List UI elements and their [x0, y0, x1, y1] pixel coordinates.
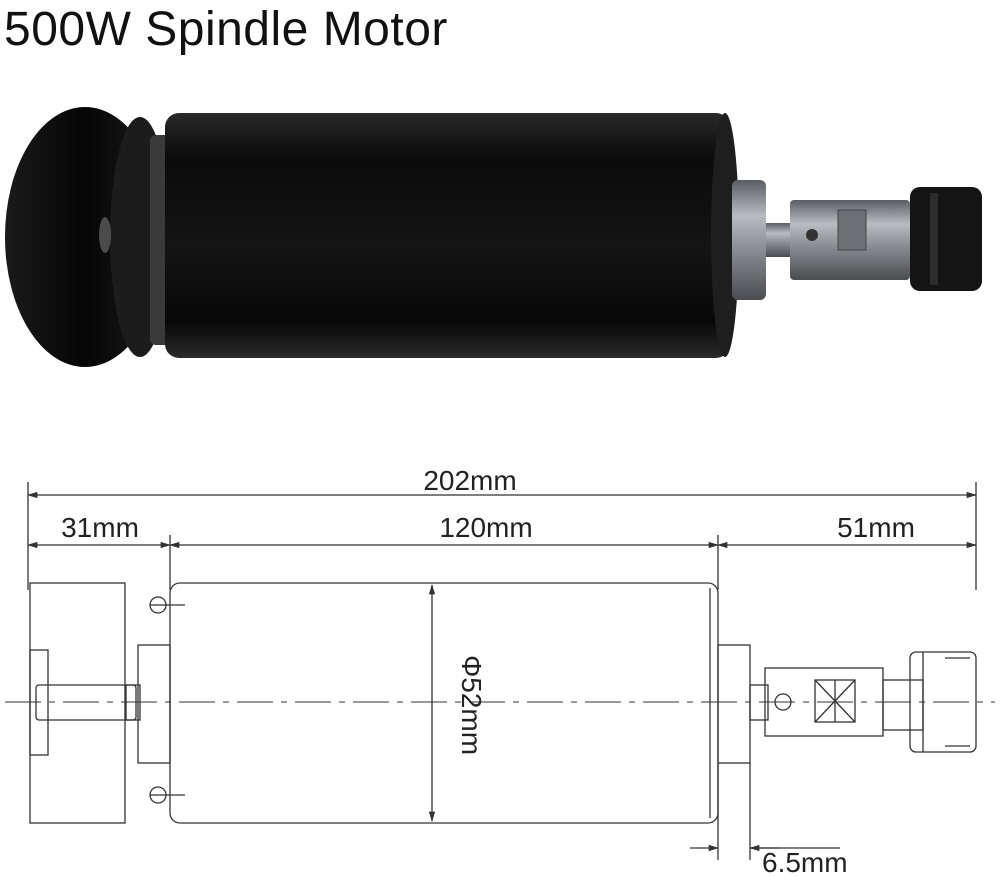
dim-label-body: 120mm [439, 512, 532, 543]
outline-rear-cap [29, 582, 126, 824]
outline-motor-body [169, 582, 719, 824]
dim-label-total: 202mm [423, 465, 516, 496]
outline-front-boss [717, 644, 751, 764]
photo-rear-cap-highlight [99, 217, 111, 253]
dim-label-right: 51mm [837, 512, 915, 543]
motor-photo-icon [5, 107, 982, 367]
photo-body-front-edge [711, 113, 739, 357]
photo-collet-hole [806, 229, 818, 241]
outline-collet-nut-neck [882, 679, 924, 731]
photo-front-boss [732, 180, 766, 300]
dim-label-left: 31mm [61, 512, 139, 543]
dim-label-diameter: Φ52mm [456, 655, 487, 755]
motor-photo [5, 107, 982, 367]
photo-shaft [766, 223, 792, 257]
page-title: 500W Spindle Motor [4, 3, 448, 56]
photo-collet-nut-flat [930, 193, 938, 285]
photo-collet-nut [910, 187, 982, 291]
photo-motor-body [165, 113, 730, 358]
photo-collet-knurl [837, 209, 867, 251]
dimension-drawing: 202mm 31mm 120mm 51mm Φ52mm 6.5mm [5, 465, 995, 877]
outline-flange [137, 644, 171, 764]
dim-label-step: 6.5mm [762, 847, 848, 877]
